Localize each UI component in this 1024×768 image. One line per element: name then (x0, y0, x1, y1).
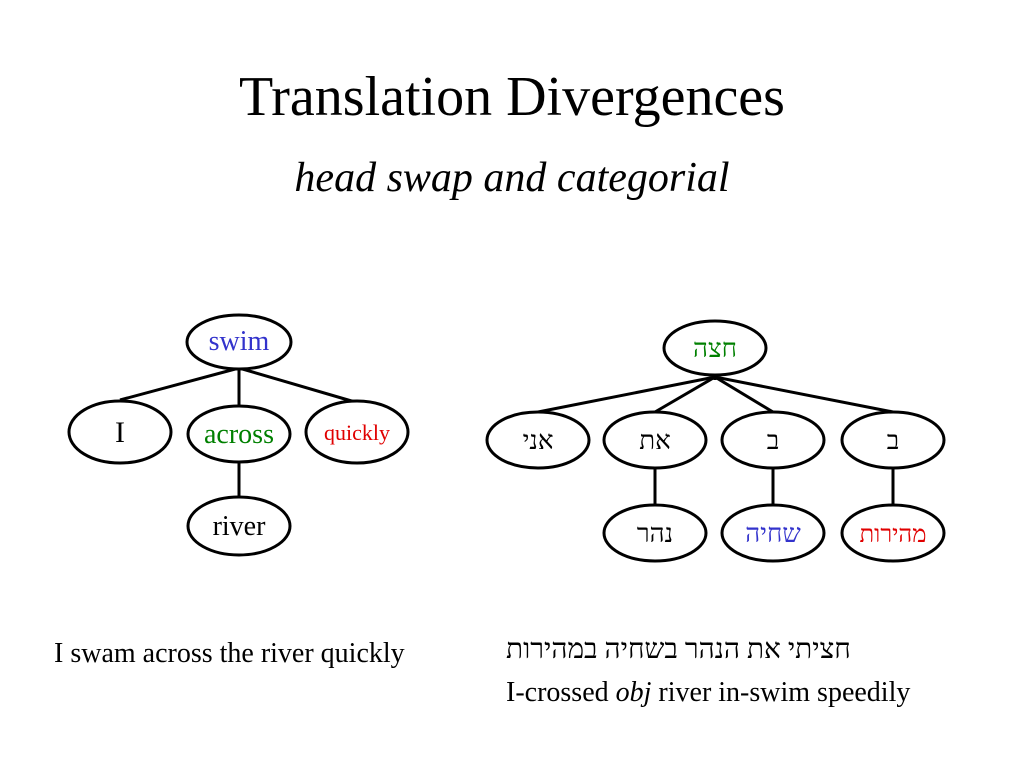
hebrew-tree-nodes: חצה אני את ב ב נהר שחיה מהירות (485, 319, 946, 563)
node-i: I (67, 399, 173, 465)
dependency-trees-diagram: swim I across quickly river (67, 313, 946, 563)
node-schiya: שחיה (720, 503, 826, 563)
node-schiya-label: שחיה (745, 519, 801, 548)
node-river: river (186, 495, 292, 557)
node-et-label: את (639, 426, 670, 455)
node-b2: ב (840, 410, 946, 470)
node-swim-label: swim (209, 326, 270, 357)
gloss-italic: obj (615, 677, 652, 708)
gloss-before: I-crossed (506, 677, 616, 708)
node-river-label: river (213, 511, 267, 542)
node-i-label: I (115, 416, 125, 449)
hebrew-gloss: I-crossed obj river in-swim speedily (506, 676, 910, 710)
node-b1-label: ב (767, 426, 780, 455)
node-b1: ב (720, 410, 826, 470)
node-swim: swim (185, 313, 293, 371)
edge-root-b2 (714, 375, 894, 414)
edge-root-b1 (714, 375, 774, 414)
english-tree-nodes: swim I across quickly river (67, 313, 410, 557)
node-across: across (186, 404, 292, 464)
english-tree-edges (119, 366, 356, 498)
node-mehirut-label: מהירות (860, 522, 927, 548)
node-et: את (602, 410, 708, 470)
hebrew-sentence: חציתי את הנהר בשחיה במהירות (506, 634, 851, 665)
node-across-label: across (204, 419, 274, 450)
slide-title: Translation Divergences (239, 66, 785, 128)
gloss-after: river in-swim speedily (651, 677, 911, 708)
node-b2-label: ב (887, 426, 900, 455)
node-quickly: quickly (304, 399, 410, 465)
node-hatsa-label: חצה (693, 334, 737, 363)
hebrew-tree-edges (537, 375, 895, 505)
node-nahar-label: נהר (637, 519, 673, 548)
node-ani: אני (485, 410, 591, 470)
node-mehirut: מהירות (840, 503, 946, 563)
slide-subtitle: head swap and categorial (294, 155, 730, 201)
node-hatsa: חצה (662, 319, 768, 377)
edge-bar-quickly (238, 366, 356, 404)
edge-bar-i (119, 366, 240, 402)
node-nahar: נהר (602, 503, 708, 563)
node-quickly-label: quickly (324, 420, 390, 445)
edge-root-et (654, 375, 716, 414)
english-sentence: I swam across the river quickly (54, 638, 405, 669)
edge-root-ani (537, 375, 716, 414)
node-ani-label: אני (523, 426, 554, 455)
